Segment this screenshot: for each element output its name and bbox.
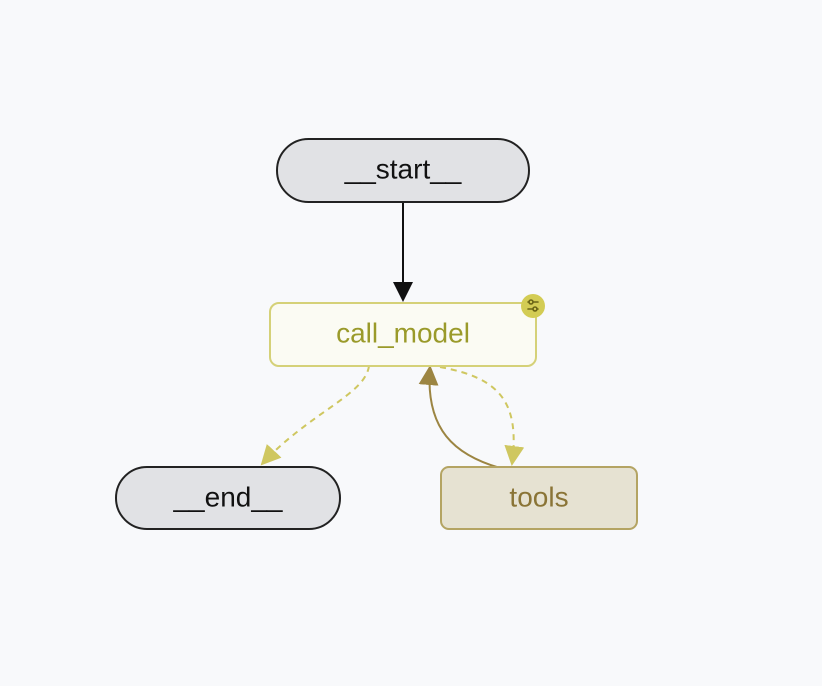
node-start-label: __start__ <box>344 153 462 184</box>
node-tools[interactable]: tools <box>440 466 638 530</box>
edge-call-model-to-end <box>260 365 370 466</box>
node-start[interactable]: __start__ <box>276 138 530 203</box>
node-end-label: __end__ <box>172 481 282 512</box>
node-end[interactable]: __end__ <box>115 466 341 530</box>
node-start-shape <box>276 138 530 203</box>
node-call-model-shape <box>269 302 537 367</box>
edge-call-model-to-tools <box>439 366 525 466</box>
node-call-model[interactable]: call_model <box>269 302 537 367</box>
node-badge[interactable] <box>521 294 545 318</box>
node-end-shape <box>115 466 341 530</box>
node-call-model-label: call_model <box>336 317 470 348</box>
settings-sliders-icon <box>527 299 539 312</box>
edge-tools-to-call-model <box>418 365 501 469</box>
node-tools-label: tools <box>509 481 568 512</box>
node-tools-shape <box>440 466 638 530</box>
settings-badge-circle <box>521 294 545 318</box>
